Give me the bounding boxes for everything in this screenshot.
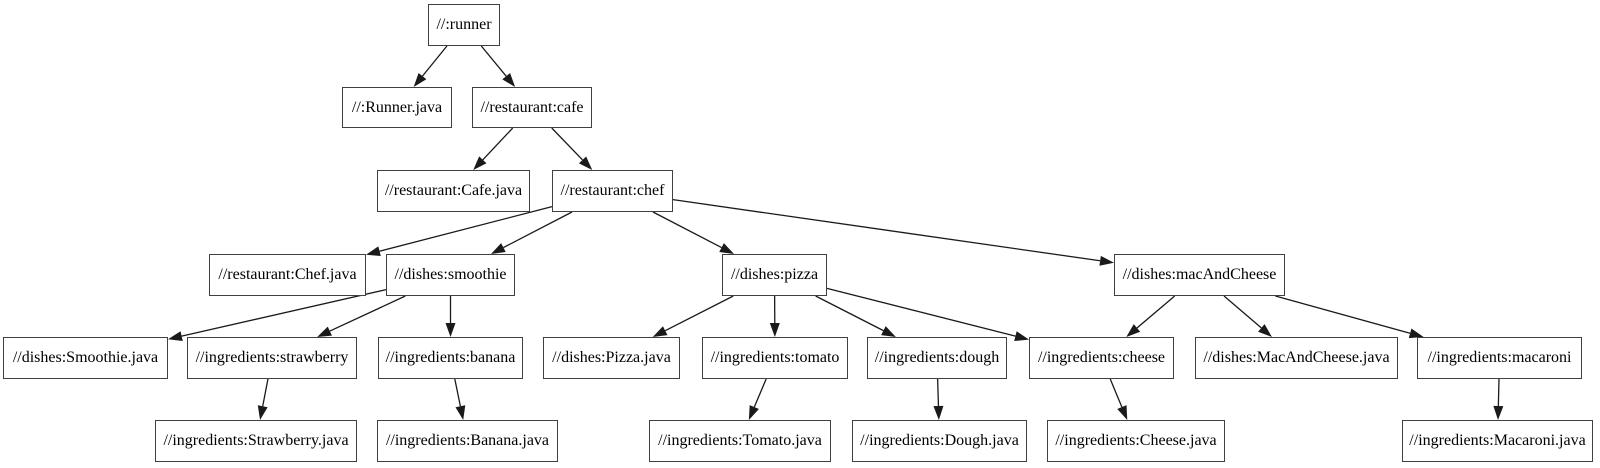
- graph-edge-chef-to-chef-java: [379, 206, 553, 252]
- arrowhead-icon: [933, 405, 944, 420]
- graph-node-pizza: //dishes:pizza: [722, 254, 827, 296]
- arrowhead-icon: [719, 243, 734, 254]
- graph-node-strawberry: //ingredients:strawberry: [187, 337, 357, 379]
- arrowhead-icon: [1493, 405, 1504, 420]
- graph-node-label: //ingredients:Tomato.java: [658, 432, 822, 449]
- graph-node-label: //restaurant:Cafe.java: [384, 182, 523, 199]
- graph-node-banana-java: //ingredients:Banana.java: [377, 420, 558, 462]
- graph-node-cheese: //ingredients:cheese: [1029, 337, 1174, 379]
- arrowhead-icon: [881, 326, 896, 337]
- arrowhead-icon: [413, 72, 427, 87]
- arrowhead-icon: [1117, 405, 1128, 420]
- graph-edge-pizza-to-pizza-java: [664, 295, 734, 332]
- arrowhead-icon: [317, 326, 332, 337]
- arrowhead-icon: [578, 156, 593, 170]
- arrowhead-icon: [366, 246, 381, 257]
- graph-edge-runner-to-runner-java: [421, 45, 448, 77]
- graph-node-macaroni: //ingredients:macaroni: [1417, 337, 1582, 379]
- graph-node-tomato: //ingredients:tomato: [702, 337, 848, 379]
- graph-edge-chef-to-smoothie: [503, 211, 573, 249]
- graph-node-runner: //:runner: [428, 4, 500, 46]
- graph-node-runner-java: //:Runner.java: [342, 87, 452, 128]
- arrowhead-icon: [1099, 255, 1114, 266]
- graph-node-label: //ingredients:macaroni: [1427, 349, 1572, 366]
- graph-node-label: //dishes:Smoothie.java: [12, 349, 159, 366]
- graph-node-strawberry-java: //ingredients:Strawberry.java: [155, 420, 357, 462]
- graph-node-dough: //ingredients:dough: [867, 337, 1007, 379]
- graph-node-label: //:Runner.java: [351, 98, 443, 116]
- graph-node-label: //ingredients:Banana.java: [385, 432, 550, 449]
- arrowhead-icon: [769, 322, 780, 337]
- arrowhead-icon: [1408, 328, 1424, 339]
- graph-edge-mac-and-cheese-to-mac-and-cheese-java: [1223, 295, 1262, 329]
- arrowhead-icon: [1258, 324, 1272, 337]
- graph-edge-cheese-to-cheese-java: [1109, 378, 1123, 408]
- arrowhead-icon: [748, 405, 759, 420]
- graph-node-mac-and-cheese-java: //dishes:MacAndCheese.java: [1195, 337, 1398, 379]
- graph-edge-mac-and-cheese-to-cheese: [1136, 295, 1176, 329]
- graph-edge-cafe-to-chef: [551, 127, 584, 161]
- graph-edge-pizza-to-dough: [815, 295, 884, 332]
- graph-node-label: //dishes:macAndCheese: [1122, 266, 1277, 283]
- graph-edge-smoothie-to-strawberry: [329, 295, 406, 332]
- graph-edge-macaroni-to-macaroni-java: [1497, 378, 1500, 407]
- graph-edge-mac-and-cheese-to-macaroni: [1275, 295, 1411, 334]
- graph-node-label: //restaurant:cafe: [480, 98, 584, 116]
- graph-node-label: //dishes:smoothie: [394, 266, 507, 283]
- arrowhead-icon: [445, 323, 456, 337]
- arrowhead-icon: [491, 243, 506, 254]
- graph-node-label: //dishes:MacAndCheese.java: [1203, 349, 1390, 366]
- graph-node-label: //:runner: [436, 16, 492, 33]
- graph-node-dough-java: //ingredients:Dough.java: [852, 420, 1027, 462]
- graph-node-mac-and-cheese: //dishes:macAndCheese: [1114, 254, 1285, 296]
- graph-node-macaroni-java: //ingredients:Macaroni.java: [1402, 420, 1593, 462]
- graph-edge-tomato-to-tomato-java: [753, 378, 767, 408]
- graph-edge-dough-to-dough-java: [936, 378, 940, 407]
- graph-edge-chef-to-pizza: [652, 211, 722, 249]
- graph-edge-smoothie-to-smoothie-java: [181, 289, 387, 337]
- graph-node-banana: //ingredients:banana: [378, 337, 523, 379]
- arrowhead-icon: [168, 331, 183, 342]
- arrowhead-icon: [502, 73, 516, 87]
- graph-node-label: //ingredients:Dough.java: [860, 432, 1019, 449]
- graph-node-label: //dishes:Pizza.java: [552, 349, 671, 366]
- graph-node-label: //restaurant:chef: [560, 182, 665, 199]
- graph-node-tomato-java: //ingredients:Tomato.java: [649, 420, 831, 462]
- graph-node-cafe: //restaurant:cafe: [472, 87, 592, 128]
- graph-edge-banana-to-banana-java: [454, 378, 462, 407]
- graph-node-label: //ingredients:cheese: [1037, 349, 1166, 366]
- graph-node-label: //ingredients:Macaroni.java: [1409, 432, 1586, 449]
- graph-node-label: //ingredients:dough: [874, 349, 1000, 366]
- graph-node-smoothie-java: //dishes:Smoothie.java: [3, 337, 168, 379]
- arrowhead-icon: [257, 405, 268, 420]
- graph-edge-chef-to-mac-and-cheese: [672, 199, 1101, 262]
- graph-node-label: //ingredients:strawberry: [195, 349, 349, 366]
- graph-node-pizza-java: //dishes:Pizza.java: [543, 337, 680, 379]
- arrowhead-icon: [455, 405, 466, 420]
- graph-node-label: //ingredients:tomato: [710, 349, 840, 366]
- graph-node-chef-java: //restaurant:Chef.java: [209, 254, 366, 296]
- arrowhead-icon: [1014, 331, 1029, 341]
- graph-node-label: //ingredients:banana: [385, 349, 516, 366]
- graph-edge-strawberry-to-strawberry-java: [262, 378, 269, 407]
- graph-node-label: //restaurant:Chef.java: [218, 266, 357, 283]
- arrowhead-icon: [473, 156, 487, 170]
- graph-node-label: //ingredients:Strawberry.java: [163, 432, 349, 449]
- graph-edge-cafe-to-cafe-java: [482, 127, 514, 161]
- arrowhead-icon: [652, 326, 668, 337]
- graph-node-label: //ingredients:Cheese.java: [1055, 432, 1217, 449]
- arrowhead-icon: [1126, 324, 1141, 337]
- graph-node-label: //dishes:pizza: [730, 266, 819, 283]
- graph-edge-pizza-to-cheese: [826, 287, 1016, 337]
- graph-node-cheese-java: //ingredients:Cheese.java: [1047, 420, 1225, 462]
- graph-node-cafe-java: //restaurant:Cafe.java: [377, 170, 530, 212]
- graph-node-smoothie: //dishes:smoothie: [386, 254, 515, 296]
- graph-node-chef: //restaurant:chef: [552, 170, 673, 212]
- graph-edge-runner-to-cafe: [480, 45, 507, 77]
